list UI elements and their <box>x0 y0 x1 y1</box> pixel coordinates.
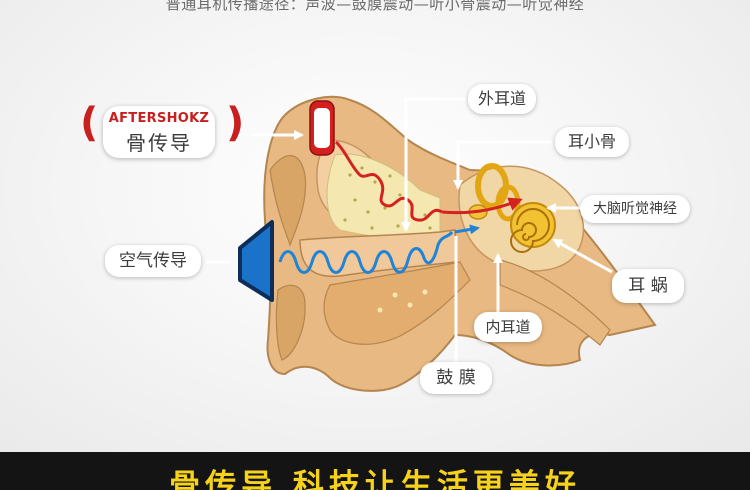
leader-cochlea <box>552 238 613 274</box>
cochlea <box>510 202 556 253</box>
bone-conduction-arrow <box>441 197 523 215</box>
slogan: 骨传导 科技让生活更美好 <box>169 468 581 490</box>
cochlea-label: 耳 蜗 <box>612 269 684 303</box>
ear-cross-section <box>263 95 657 392</box>
eardrum-label: 鼓 膜 <box>420 362 492 394</box>
bottom-banner: 骨传导 科技让生活更美好 <box>0 452 750 490</box>
outer-canal-label: 外耳道 <box>468 84 536 114</box>
leader-ossicles <box>453 140 552 190</box>
air-speaker <box>238 220 274 302</box>
bone-conduction-path <box>334 140 443 222</box>
ear-anatomy-diagram <box>238 95 657 392</box>
brand-name: AFTERSHOKZ <box>108 111 210 126</box>
auditory-nerve-label: 大脑听觉神经 <box>580 195 690 223</box>
bone-conduction-unit <box>309 100 335 156</box>
air-conduction-label: 空气传导 <box>105 245 201 277</box>
bone-conduction-text: 骨传导 <box>126 131 192 155</box>
sound-wave-left-icon: ( <box>80 100 99 146</box>
ossicles-label: 耳小骨 <box>555 127 629 157</box>
bone-conduction-label: AFTERSHOKZ 骨传导 <box>103 106 215 158</box>
sound-wave-right-icon: ) <box>226 100 245 146</box>
air-conduction-path <box>278 231 454 274</box>
leader-outer-canal <box>401 97 466 232</box>
inner-canal-label: 内耳道 <box>474 312 542 342</box>
top-caption: 普通耳机传播途径：声波—鼓膜震动—听小骨震动—听觉神经 <box>165 0 585 13</box>
air-conduction-arrow <box>454 224 480 235</box>
